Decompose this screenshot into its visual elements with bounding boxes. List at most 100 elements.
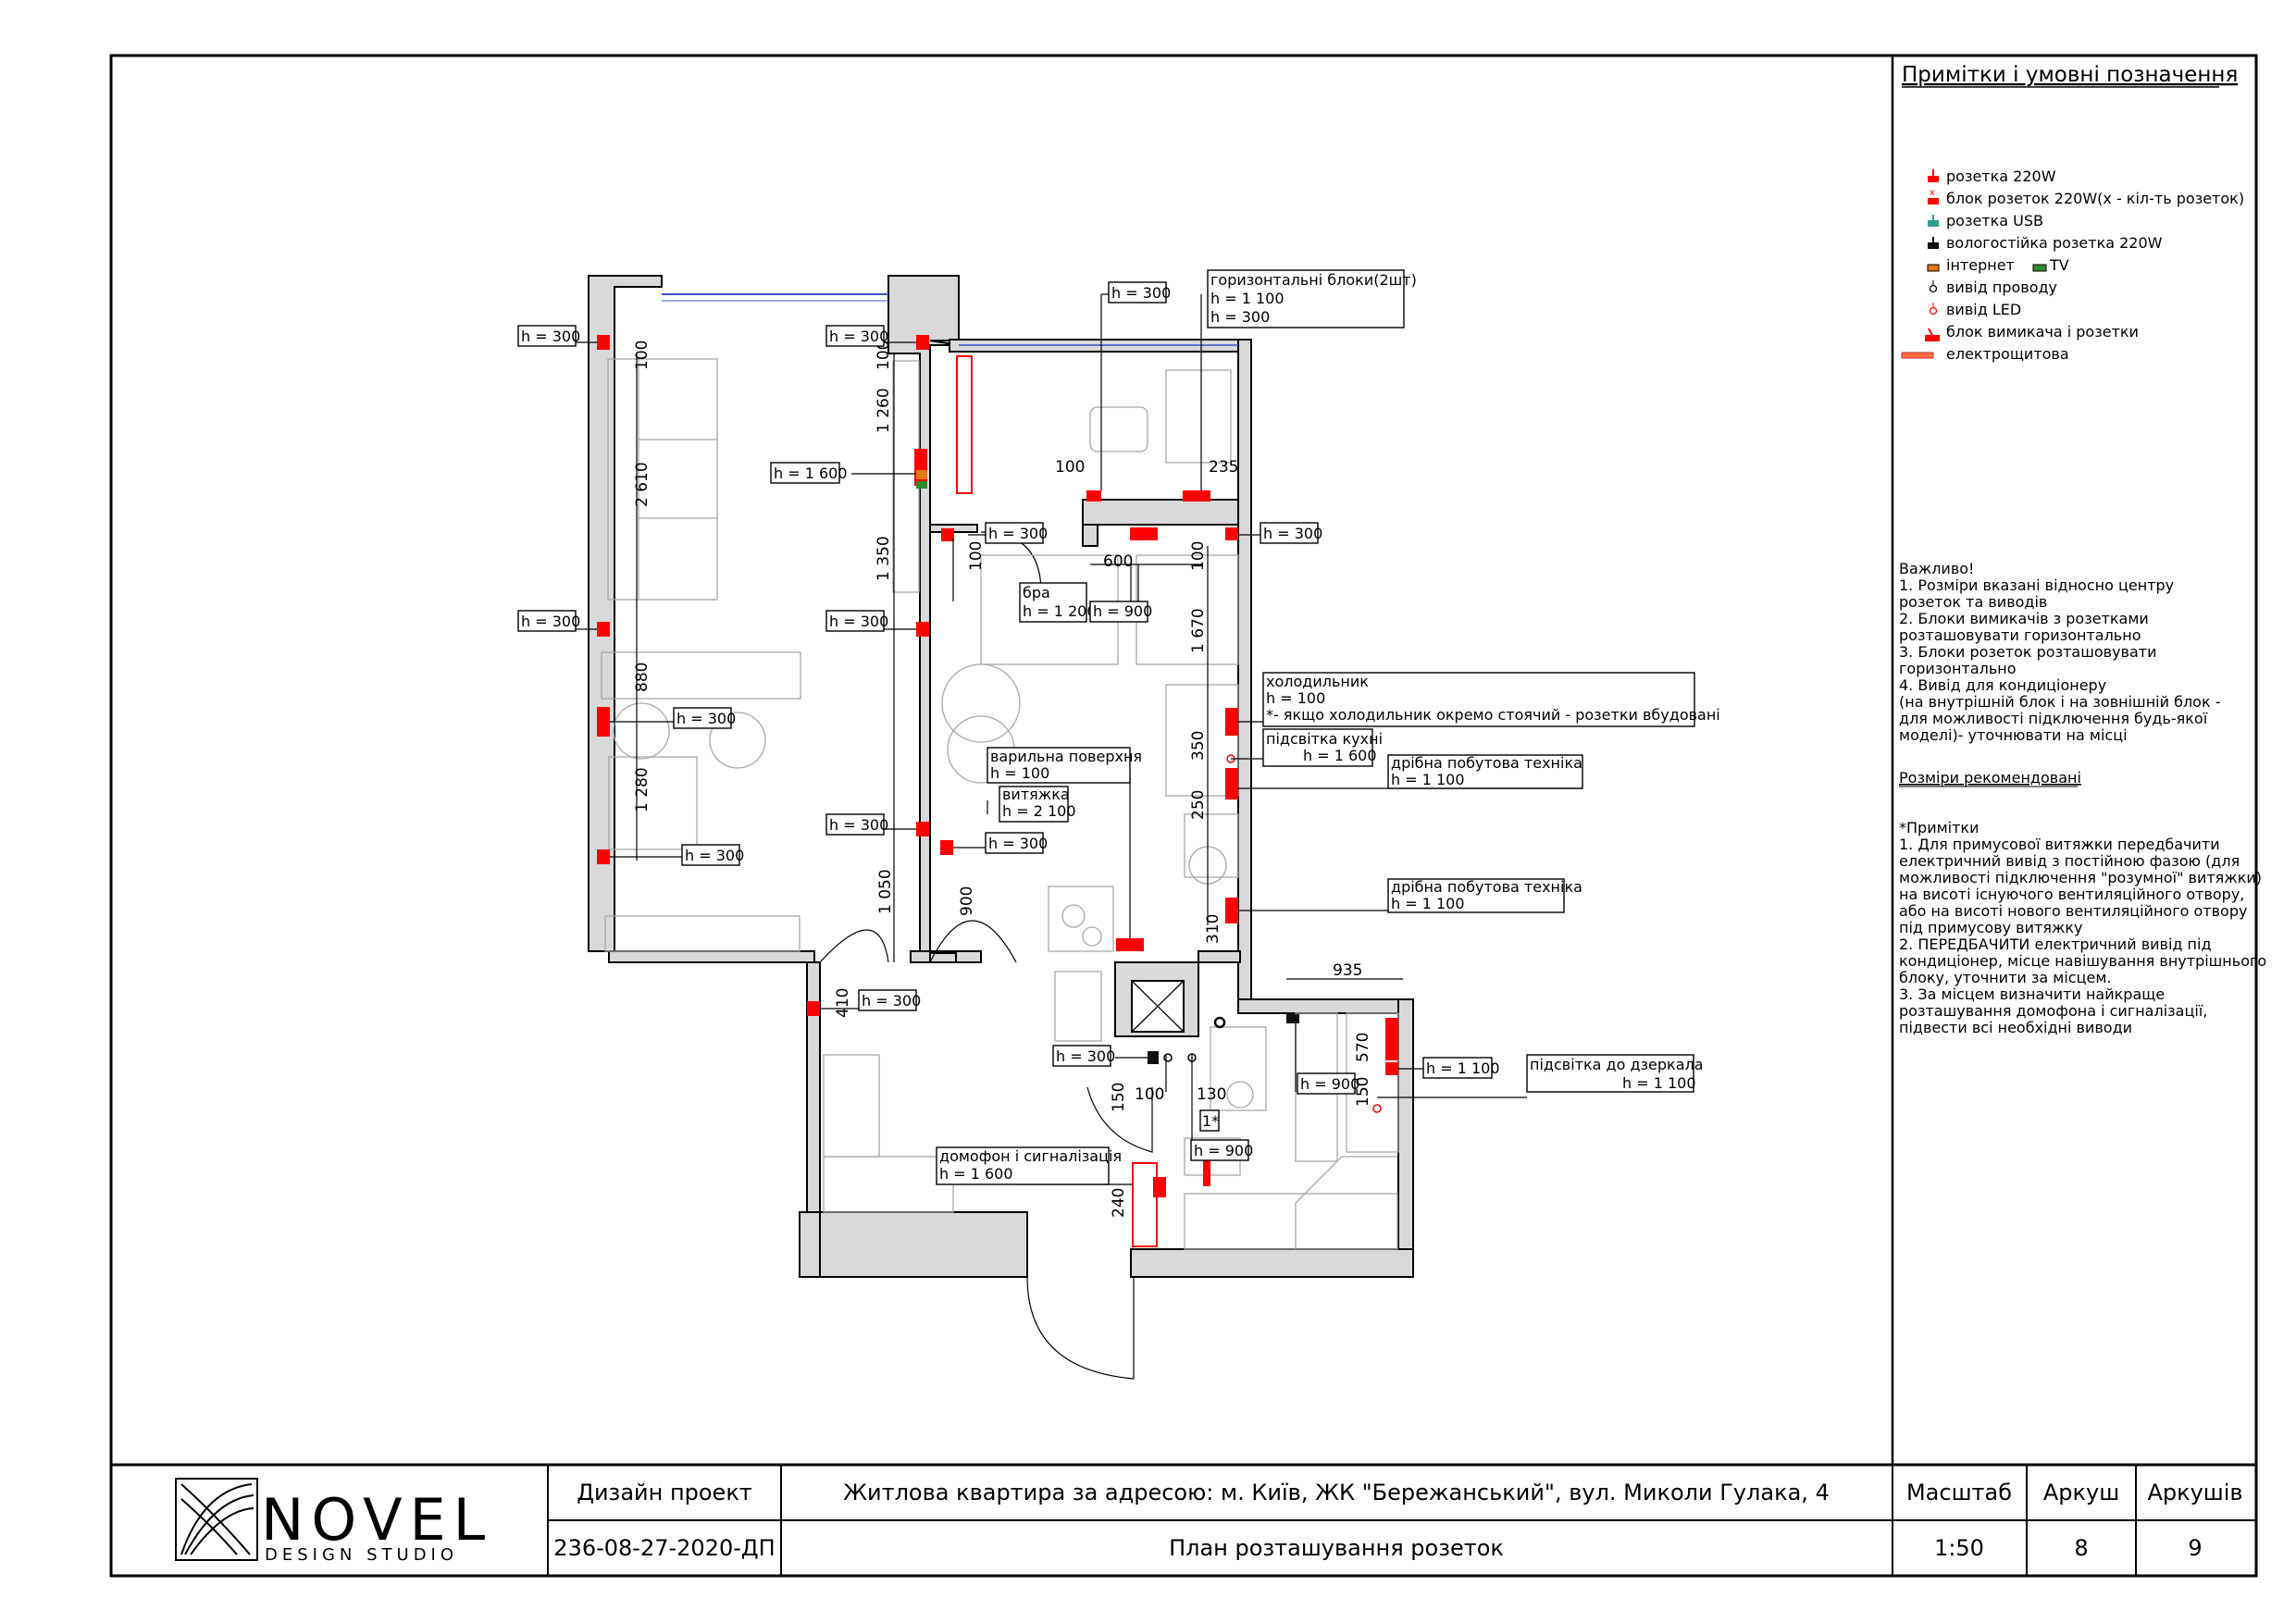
legend-panel: Примітки і умовні позначення x — [1901, 63, 2244, 363]
callout-hood: витяжка h = 2 100 — [999, 786, 1076, 823]
socket-block-icon — [1225, 898, 1238, 923]
height-label: h = 300 — [825, 813, 888, 836]
socket-markers — [597, 335, 1398, 1197]
callout-sconce: бра h = 1 200 h = 900 — [1019, 582, 1152, 623]
svg-text:h = 300: h = 300 — [1111, 284, 1171, 302]
dim-label: 150 — [1354, 1077, 1372, 1107]
note-line: (на внутрішній блок і на зовнішній блок … — [1899, 693, 2221, 711]
legend-label-panel: електрощитова — [1946, 345, 2069, 363]
legend-label-switch-block: блок вимикача і розетки — [1946, 323, 2139, 341]
dim-label: 1 260 — [875, 388, 893, 433]
height-label: h = 900 — [1297, 1072, 1359, 1095]
height-label: h = 300 — [517, 325, 580, 347]
socket-220w-icon — [597, 622, 610, 637]
dim-label: 1 050 — [876, 869, 895, 914]
svg-text:h = 300: h = 300 — [521, 613, 580, 630]
legend-label-tv: TV — [2049, 256, 2069, 274]
svg-text:холодильник: холодильник — [1266, 673, 1369, 690]
dim-label: 1 350 — [875, 536, 893, 581]
svg-text:h = 300: h = 300 — [676, 710, 736, 727]
dim-label: 150 — [1110, 1083, 1128, 1112]
note-line: Важливо! — [1899, 560, 1974, 577]
switch-socket-block-icon — [1925, 328, 1940, 341]
height-label: h = 1 600 — [770, 462, 848, 484]
led-output-icon — [1372, 1104, 1382, 1113]
svg-text:h = 300: h = 300 — [1210, 308, 1270, 326]
svg-text:h = 1 100: h = 1 100 — [1391, 771, 1465, 788]
door-swing — [1026, 1276, 1135, 1380]
socket-220w-icon — [1086, 490, 1101, 502]
socket-block-icon — [1116, 938, 1144, 951]
sheet-label: Аркуш — [2043, 1480, 2119, 1505]
svg-text:h = 1 600: h = 1 600 — [939, 1165, 1013, 1183]
sheet-value: 8 — [2074, 1535, 2088, 1561]
legend-title: Примітки і умовні позначення — [1902, 63, 2238, 87]
waterproof-socket-icon — [1928, 237, 1939, 249]
svg-text:h = 300: h = 300 — [862, 992, 921, 1010]
dim-label: 410 — [834, 988, 852, 1018]
svg-text:h = 300: h = 300 — [685, 847, 744, 864]
socket-220w-icon — [807, 1001, 820, 1016]
svg-text:h = 900: h = 900 — [1093, 602, 1152, 620]
svg-text:h = 1 200: h = 1 200 — [1023, 602, 1097, 620]
svg-text:домофон і сигналізація: домофон і сигналізація — [939, 1147, 1122, 1165]
height-label: h = 300 — [1052, 1045, 1115, 1067]
waterproof-socket-icon — [1286, 1014, 1299, 1023]
waterproof-socket-icon — [1148, 1051, 1159, 1064]
svg-text:h = 1 600: h = 1 600 — [774, 465, 848, 482]
svg-text:h = 1 600: h = 1 600 — [1303, 747, 1377, 764]
svg-text:підсвітка до дзеркала: підсвітка до дзеркала — [1530, 1056, 1704, 1073]
svg-text:h = 900: h = 900 — [1194, 1142, 1253, 1159]
height-label: h = 300 — [1260, 522, 1322, 544]
remark-line: 2. ПЕРЕДБАЧИТИ електричний вивід під — [1899, 935, 2212, 953]
height-label: h = 300 — [825, 325, 888, 347]
socket-block-icon — [1183, 490, 1210, 502]
dim-label: 600 — [1103, 552, 1133, 571]
recommended-note: Розміри рекомендовані — [1899, 769, 2081, 787]
usb-socket-icon — [1928, 215, 1939, 227]
svg-text:дрібна побутова техніка: дрібна побутова техніка — [1391, 878, 1582, 896]
socket-220w-icon — [1385, 1062, 1398, 1075]
socket-block-icon — [1225, 768, 1238, 799]
height-label: h = 300 — [985, 832, 1048, 854]
note-line: моделі)- уточнювати на місці — [1899, 726, 2128, 744]
project-code: 236-08-27-2020-ДП — [553, 1535, 775, 1561]
dim-label: 250 — [1189, 790, 1208, 820]
note-line: розташовувати горизонтально — [1899, 626, 2141, 644]
legend-label-wire: вивід проводу — [1946, 279, 2057, 296]
electrical-panel — [956, 355, 973, 494]
remark-line: можливості підключення "розумної" витяжк… — [1899, 869, 2262, 886]
callout-kitchen-light: підсвітка кухні h = 1 600 — [1262, 728, 1383, 767]
studio-logo: NOVEL DESIGN STUDIO — [175, 1478, 492, 1565]
height-label: h = 300 — [858, 989, 921, 1011]
remark-line: під примусову витяжку — [1899, 919, 2083, 936]
note-line: 3. Блоки розеток розташовувати — [1899, 643, 2157, 661]
remark-line: розташування домофона і сигналізації, — [1899, 1002, 2207, 1020]
socket-220w-icon — [1225, 527, 1238, 540]
socket-block-icon — [597, 707, 610, 737]
furniture — [601, 358, 1399, 1250]
logo-sub-text: DESIGN STUDIO — [265, 1545, 458, 1565]
svg-text:h = 1 100: h = 1 100 — [1426, 1059, 1500, 1077]
legend-label-socket-220w: розетка 220W — [1946, 167, 2056, 185]
svg-text:h = 2 100: h = 2 100 — [1002, 802, 1076, 820]
dim-label: 570 — [1354, 1033, 1372, 1062]
svg-text:h = 300: h = 300 — [829, 613, 888, 630]
legend-label-internet: інтернет — [1946, 256, 2015, 274]
svg-text:h = 300: h = 300 — [829, 328, 888, 345]
height-label: h = 300 — [517, 610, 580, 632]
socket-block-icon — [1385, 1018, 1398, 1060]
height-label: h = 900 — [1190, 1139, 1253, 1161]
dim-label: 1 670 — [1189, 608, 1208, 653]
remark-line: 3. За місцем визначити найкраще — [1899, 985, 2165, 1003]
socket-220w-icon — [1928, 169, 1939, 182]
remark-line: кондиціонер, місце навішування внутрішнь… — [1899, 952, 2266, 970]
svg-text:x: x — [1930, 188, 1935, 198]
dim-label: 350 — [1189, 731, 1208, 761]
sheets-label: Аркушів — [2147, 1480, 2242, 1505]
socket-block-icon — [1130, 527, 1158, 540]
svg-text:h = 300: h = 300 — [988, 835, 1048, 852]
logo-main-text: NOVEL — [261, 1486, 492, 1554]
floor-plan: 100 2 610 880 1 280 100 1 260 1 350 1 05… — [517, 269, 1720, 1380]
